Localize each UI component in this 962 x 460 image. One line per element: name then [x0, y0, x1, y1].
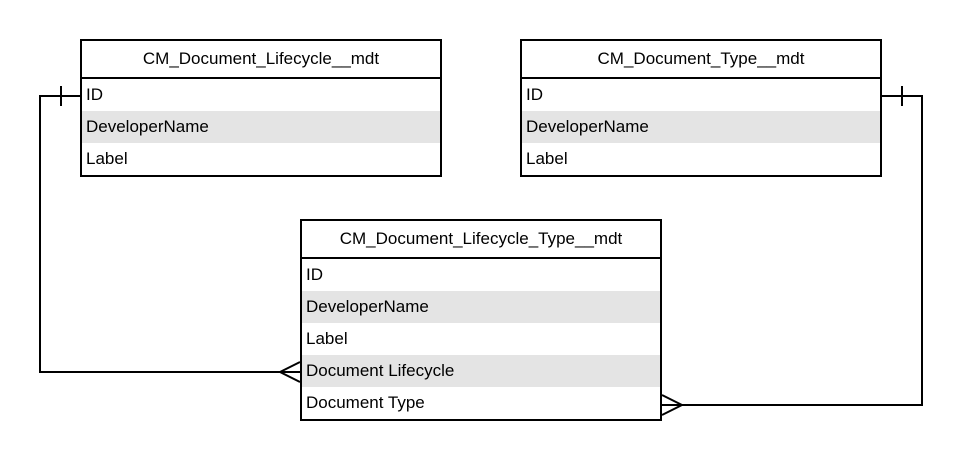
field-label: Label: [306, 329, 348, 348]
field-developer-name: DeveloperName: [82, 111, 440, 143]
field-developer-name: DeveloperName: [522, 111, 880, 143]
connector-line: [662, 95, 923, 406]
entity-cm-document-lifecycle-type[interactable]: CM_Document_Lifecycle_Type__mdt ID Devel…: [300, 219, 662, 421]
connector-doctype-to-lctype[interactable]: [661, 86, 923, 416]
many-marker-top: [279, 361, 301, 373]
field-id: ID: [86, 85, 103, 104]
field-developer-name: DeveloperName: [302, 291, 660, 323]
field-id: ID: [526, 85, 543, 104]
entity-title: CM_Document_Lifecycle__mdt: [82, 41, 440, 79]
field-label: Label: [86, 149, 128, 168]
connector-line: [39, 95, 300, 373]
entity-title: CM_Document_Lifecycle_Type__mdt: [302, 221, 660, 259]
field-document-type: Document Type: [306, 393, 425, 412]
field-document-lifecycle: Document Lifecycle: [302, 355, 660, 387]
many-marker-bottom: [661, 404, 683, 416]
entity-cm-document-lifecycle[interactable]: CM_Document_Lifecycle__mdt ID DeveloperN…: [80, 39, 442, 177]
entity-title: CM_Document_Type__mdt: [522, 41, 880, 79]
field-id: ID: [306, 265, 323, 284]
entity-cm-document-type[interactable]: CM_Document_Type__mdt ID DeveloperName L…: [520, 39, 882, 177]
field-label: Label: [526, 149, 568, 168]
connector-lifecycle-to-lctype[interactable]: [39, 86, 301, 383]
many-marker-top: [661, 394, 683, 406]
many-marker-bottom: [279, 371, 301, 383]
